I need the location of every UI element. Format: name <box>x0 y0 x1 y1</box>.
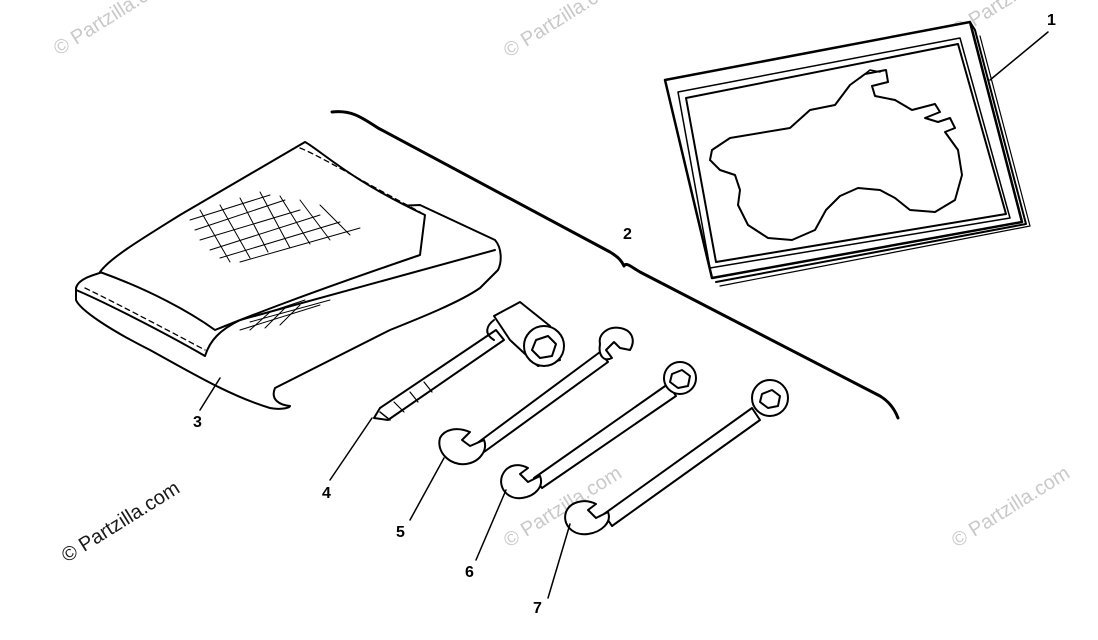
callout-2: 2 <box>623 226 632 243</box>
leader-line-6 <box>475 489 507 561</box>
wrench-6 <box>500 361 697 500</box>
leader-line-5 <box>409 457 445 521</box>
callout-3: 3 <box>193 414 202 431</box>
callout-1: 1 <box>1047 12 1056 29</box>
callout-5: 5 <box>396 524 405 541</box>
leader-line-1 <box>989 31 1049 81</box>
leader-line-3 <box>199 377 221 411</box>
wrench-7 <box>564 379 789 536</box>
owners-manual <box>663 20 1031 287</box>
leader-line-4 <box>329 417 373 481</box>
plug-wrench <box>373 301 565 421</box>
callout-7: 7 <box>533 600 542 617</box>
atv-silhouette <box>709 69 963 241</box>
callout-4: 4 <box>322 485 331 502</box>
wrench-5 <box>438 326 634 466</box>
tool-bag <box>75 141 502 410</box>
bag-texture <box>189 191 361 331</box>
leader-line-7 <box>547 523 571 599</box>
callout-6: 6 <box>465 564 474 581</box>
tool-kit-bracket <box>330 110 900 420</box>
